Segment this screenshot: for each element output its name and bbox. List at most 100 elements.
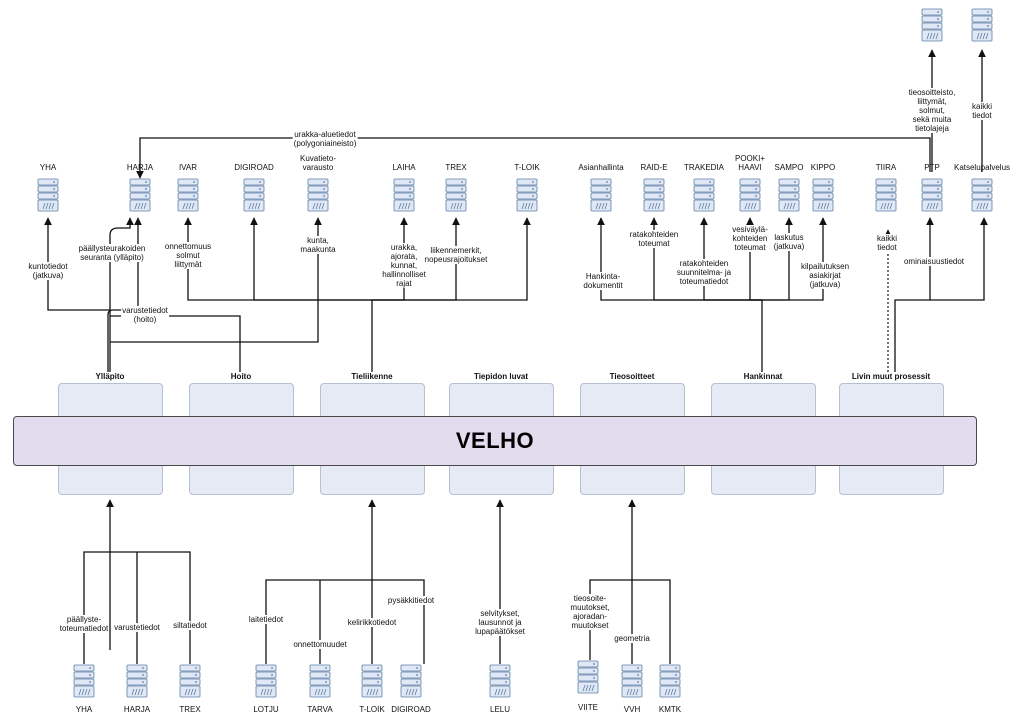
server-icon-b-harja <box>126 664 148 698</box>
server-icon-kuvatieto <box>307 178 329 212</box>
edge-m-katselu <box>930 217 988 301</box>
edge-label-tieosoitemuutokset: tieosoite- muutokset, ajoradan- muutokse… <box>569 594 611 630</box>
edge-label-ratakohteiden-toteumat: ratakohteiden toteumat <box>628 230 680 248</box>
server-icon-b-vvh <box>621 664 643 698</box>
server-icon-kippo <box>812 178 834 212</box>
server-icon-asianhallinta <box>590 178 612 212</box>
system-name-b-harja: HARJA <box>123 705 151 714</box>
system-name-yha: YHA <box>39 163 57 172</box>
edge-label-ominaisuustiedot: ominaisuustiedot <box>902 257 966 266</box>
edge-yllapito-harja2 <box>107 217 142 372</box>
server-icon-b-trex <box>179 664 201 698</box>
server-icon-raide <box>643 178 665 212</box>
system-name-asianhallinta: Asianhallinta <box>578 163 624 172</box>
server-icon-b-lotju <box>255 664 277 698</box>
edge-label-ratakohteiden-suunnitelma: ratakohteiden suunnitelma- ja toteumatie… <box>675 259 733 286</box>
process-title-muut: Livin muut prosessit <box>851 372 931 381</box>
system-name-b-viite: VIITE <box>577 703 599 712</box>
edge-label-kilpailutuksen: kilpailutuksen asiakirjat (jatkuva) <box>799 262 851 289</box>
edge-label-kunta: kunta, maakunta <box>299 236 337 254</box>
edge-label-pysakkitiedot: pysäkkitiedot <box>386 596 436 605</box>
edge-label-paallystetoteuma: päällyste- toteumatiedot <box>58 615 110 633</box>
system-name-b-yha: YHA <box>75 705 93 714</box>
server-icon-b-tarva <box>309 664 331 698</box>
system-name-b-lotju: LOTJU <box>253 705 279 714</box>
edge-m-ptp <box>894 217 934 372</box>
server-icon-sampo <box>778 178 800 212</box>
edge-yllapito-yha <box>44 217 111 372</box>
edge-hoito <box>110 315 241 372</box>
system-name-sampo: SAMPO <box>774 163 804 172</box>
velho-core-bar: VELHO <box>13 416 977 466</box>
edge-label-vesivayla: vesiväylä- kohteiden toteumat <box>731 225 769 252</box>
edge-tl-digiroad <box>250 217 372 301</box>
system-name-laiha: LAIHA <box>392 163 416 172</box>
edge-label-trex-top: liikennemerkit, nopeusrajoitukset <box>423 246 489 264</box>
system-name-digiroad: DIGIROAD <box>234 163 274 172</box>
edge-label-onnettomuus: onnettomuus solmut liittymät <box>163 242 213 269</box>
system-name-b-lelu: LELU <box>489 705 511 714</box>
server-icon-b-digiroad <box>400 664 422 698</box>
edge-label-varustetiedot-hoito: varustetiedot (hoito) <box>121 306 169 324</box>
server-icon-trex <box>445 178 467 212</box>
system-name-trex: TREX <box>445 163 467 172</box>
edge-label-kaikki-tiira: kaikki tiedot <box>875 234 899 252</box>
system-name-trakedia: TRAKEDIA <box>683 163 725 172</box>
edge-h-kippo <box>762 217 827 301</box>
server-icon-harja <box>129 178 151 212</box>
system-name-kuvatieto: Kuvatieto- varausto <box>299 154 337 172</box>
process-title-tiepidon-luvat: Tiepidon luvat <box>473 372 529 381</box>
edge-label-selvitykset: selvitykset, lausunnot ja lupapäätökset <box>474 609 526 636</box>
server-icon-yha <box>37 178 59 212</box>
edge-label-laiha: urakka, ajorata, kunnat, hallinnolliset … <box>381 243 427 288</box>
process-title-tieosoitteet: Tieosoitteet <box>609 372 655 381</box>
system-name-tloik: T-LOIK <box>514 163 540 172</box>
system-name-b-vvh: VVH <box>623 705 641 714</box>
server-icon-b-yha <box>73 664 95 698</box>
edge-label-tieosoitteisto: tieosoitteisto, liittymät, solmut, sekä … <box>907 88 957 133</box>
edge-label-kuntotiedot: kuntotiedot (jatkuva) <box>27 262 69 280</box>
system-name-b-digiroad: DIGIROAD <box>391 705 431 714</box>
process-title-yllapito: Ylläpito <box>95 372 125 381</box>
edge-label-laitetiedot: laitetiedot <box>247 615 285 624</box>
process-title-hoito: Hoito <box>230 372 252 381</box>
system-name-ptp: PTP <box>924 163 940 172</box>
system-name-katselu: Katselupalvelus <box>953 163 1011 172</box>
process-title-tieliikenne: Tieliikenne <box>351 372 393 381</box>
server-icon-ivar <box>177 178 199 212</box>
edge-tl-kuvatieto <box>110 217 322 343</box>
system-name-harja: HARJA <box>126 163 154 172</box>
edge-label-kaikki-top: kaikki tiedot <box>970 102 994 120</box>
velho-title: VELHO <box>455 428 535 453</box>
server-icon-trakedia <box>693 178 715 212</box>
system-name-tiira: TIIRA <box>875 163 897 172</box>
server-icon-katselu <box>971 178 993 212</box>
edge-yllapito-harja <box>109 217 134 310</box>
edge-label-paallysteurakoiden: päällysteurakoiden seuranta (ylläpito) <box>77 244 147 262</box>
edge-label-hankintadok: Hankinta- dokumentit <box>582 272 624 290</box>
system-name-ivar: IVAR <box>178 163 198 172</box>
edge-urakka <box>136 137 931 179</box>
edge-label-urakka: urakka-aluetiedot (polygoniaineisto) <box>292 130 358 148</box>
server-icon-far1 <box>921 8 943 42</box>
server-icon-tloik <box>516 178 538 212</box>
system-name-raide: RAID-E <box>640 163 668 172</box>
server-icon-tiira <box>875 178 897 212</box>
system-name-b-tloik: T-LOIK <box>359 705 385 714</box>
edge-label-kelirikkotiedot: kelirikkotiedot <box>346 618 398 627</box>
server-icon-laiha <box>393 178 415 212</box>
edge-label-laskutus: laskutus (jatkuva) <box>772 233 806 251</box>
edge-h-trakedia <box>700 217 762 301</box>
server-icon-far2 <box>971 8 993 42</box>
process-title-hankinnat: Hankinnat <box>743 372 783 381</box>
system-name-b-kmtk: KMTK <box>658 705 682 714</box>
edge-tl-ivar <box>184 217 373 372</box>
server-icon-b-tloik <box>361 664 383 698</box>
edge-tl-tloik <box>372 217 531 301</box>
server-icon-b-lelu <box>489 664 511 698</box>
edge-b-lotju <box>265 579 425 664</box>
system-name-kippo: KIPPO <box>810 163 836 172</box>
server-icon-b-viite <box>577 660 599 694</box>
system-name-b-tarva: TARVA <box>307 705 333 714</box>
